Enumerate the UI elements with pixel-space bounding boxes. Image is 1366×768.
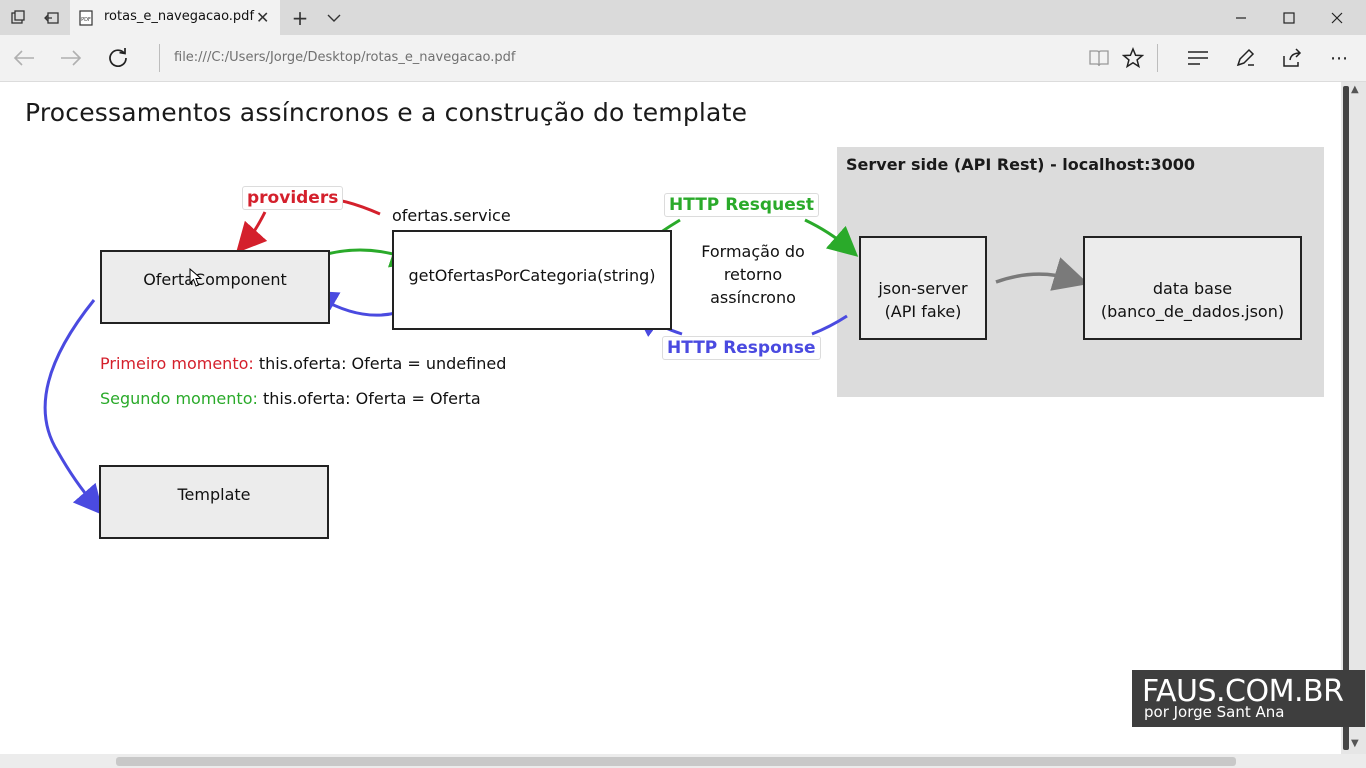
navigation-bar: file:///C:/Users/Jorge/Desktop/rotas_e_n… [0, 35, 1366, 82]
async-line-3: assíncrono [710, 288, 796, 307]
component-to-template-arrow [43, 299, 104, 516]
template-box-label: Template [177, 485, 251, 504]
first-moment-label: Primeiro momento: [100, 354, 254, 373]
address-divider [159, 44, 160, 72]
vertical-scroll-thumb[interactable] [1343, 86, 1349, 750]
service-label: ofertas.service [392, 206, 511, 225]
mouse-cursor-icon [189, 268, 203, 287]
component-box-label: OfertaComponent [143, 270, 287, 289]
toolbar-divider [1157, 44, 1158, 72]
tab-actions-icon[interactable] [6, 6, 30, 30]
hub-icon[interactable] [1184, 45, 1212, 71]
providers-label: providers [242, 186, 344, 210]
slide-title: Processamentos assíncronos e a construçã… [25, 98, 748, 127]
database-line-2: (banco_de_dados.json) [1100, 302, 1285, 321]
pdf-viewer[interactable]: Processamentos assíncronos e a construçã… [0, 82, 1341, 754]
async-line-2: retorno [723, 265, 783, 284]
close-window-button[interactable] [1314, 0, 1360, 35]
tab-active[interactable]: PDF rotas_e_navegacao.pdf ✕ [70, 0, 280, 35]
component-box: OfertaComponent [100, 250, 330, 324]
template-box: Template [99, 465, 329, 539]
json-server-box: json-server (API fake) [859, 236, 987, 340]
tab-close-icon[interactable]: ✕ [256, 8, 270, 27]
set-tabs-aside-icon[interactable] [40, 6, 64, 30]
http-request-label: HTTP Resquest [664, 193, 819, 217]
more-options-icon[interactable]: ⋯ [1330, 47, 1348, 69]
minimize-button[interactable] [1218, 0, 1264, 35]
async-line-1: Formação do [701, 242, 805, 261]
scroll-up-icon[interactable]: ▲ [1351, 84, 1359, 95]
server-to-database-arrow [995, 257, 1089, 291]
watermark-subtitle: por Jorge Sant Ana [1144, 703, 1285, 721]
server-panel-title: Server side (API Rest) - localhost:3000 [846, 155, 1195, 174]
json-server-line-1: json-server [878, 279, 968, 298]
second-moment-value: this.oferta: Oferta = Oferta [262, 389, 481, 408]
tab-title: rotas_e_navegacao.pdf [104, 9, 255, 24]
http-response-arrow-right [811, 314, 848, 336]
http-request-arrow-right [804, 218, 859, 257]
watermark-title: FAUS.COM.BR [1142, 674, 1344, 709]
share-icon[interactable] [1278, 45, 1306, 71]
database-box: data base (banco_de_dados.json) [1083, 236, 1302, 340]
diagram-arrows [43, 196, 1089, 516]
web-note-pen-icon[interactable] [1231, 45, 1259, 71]
address-bar[interactable]: file:///C:/Users/Jorge/Desktop/rotas_e_n… [174, 50, 516, 65]
service-box-label: getOfertasPorCategoria(string) [408, 266, 656, 285]
svg-text:PDF: PDF [81, 17, 91, 23]
second-moment-label: Segundo momento: [100, 389, 258, 408]
chevron-down-icon[interactable] [322, 6, 346, 30]
forward-arrow-icon[interactable] [57, 45, 85, 71]
scroll-down-icon[interactable]: ▼ [1351, 738, 1359, 749]
back-arrow-icon[interactable] [10, 45, 38, 71]
second-moment-line: Segundo momento: this.oferta: Oferta = O… [100, 389, 481, 408]
pdf-file-icon: PDF [78, 10, 94, 30]
favorite-star-icon[interactable] [1119, 45, 1147, 71]
reading-view-icon[interactable] [1085, 45, 1113, 71]
refresh-icon[interactable] [104, 45, 132, 71]
horizontal-scroll-thumb[interactable] [116, 757, 1236, 766]
first-moment-line: Primeiro momento: this.oferta: Oferta = … [100, 354, 506, 373]
first-moment-value: this.oferta: Oferta = undefined [258, 354, 507, 373]
json-server-line-2: (API fake) [884, 302, 962, 321]
watermark-panel [1132, 670, 1365, 727]
service-box: getOfertasPorCategoria(string) [392, 230, 672, 330]
providers-arrow-head [235, 211, 268, 254]
maximize-button[interactable] [1266, 0, 1312, 35]
http-response-label: HTTP Response [662, 336, 821, 360]
async-return-text: Formação do retorno assíncrono [678, 240, 828, 309]
new-tab-icon[interactable]: + [291, 6, 309, 30]
title-bar: PDF rotas_e_navegacao.pdf ✕ + [0, 0, 1366, 35]
database-line-1: data base [1152, 279, 1233, 298]
